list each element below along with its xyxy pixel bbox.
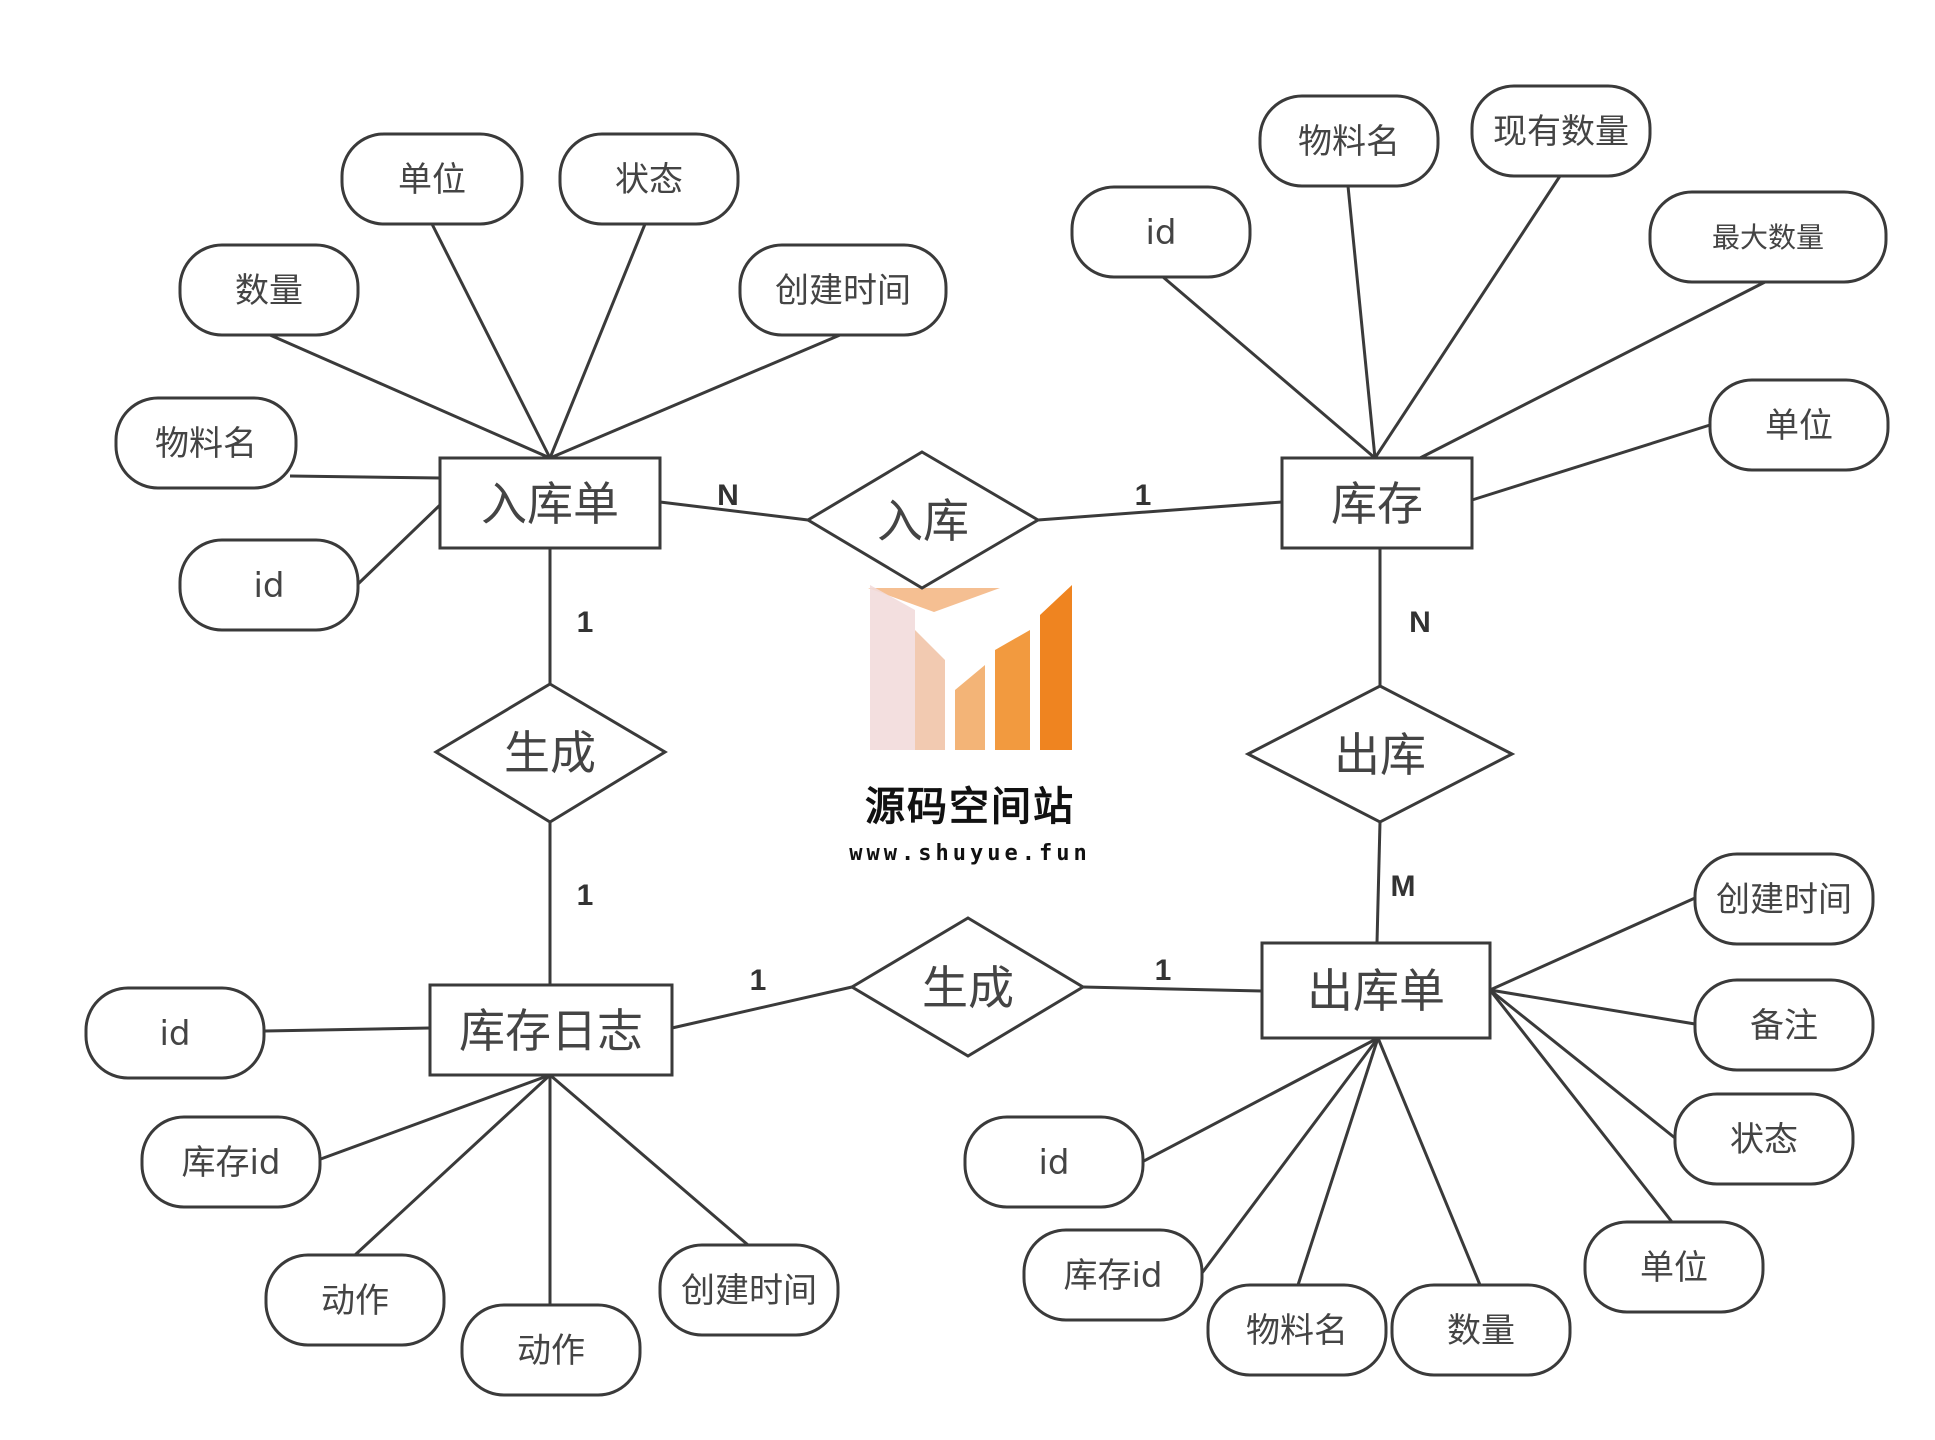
attr-outbound-unit-label: 单位 — [1640, 1248, 1708, 1288]
attr-inbound-material-label: 物料名 — [155, 424, 257, 464]
attr-inbound-status-label: 状态 — [615, 160, 683, 200]
attr-stock-max-qty — [1648, 190, 1888, 284]
attr-stock-material — [1258, 94, 1440, 188]
entity-inbound — [438, 456, 662, 550]
card-inbound-gen-1: 1 — [577, 606, 594, 639]
attribute-edges — [264, 175, 1766, 1305]
attr-stocklog-stockid — [140, 1115, 322, 1209]
card-stock-1: 1 — [1135, 479, 1152, 512]
attr-outbound-status — [1673, 1092, 1855, 1186]
entity-stock — [1280, 456, 1474, 550]
attr-outbound-stockid-label: 库存id — [1063, 1256, 1162, 1296]
attributes-stocklog: id 库存id 动作 动作 创建时间 — [84, 986, 840, 1397]
entity-outbound — [1260, 941, 1492, 1040]
attr-inbound-status — [558, 132, 740, 226]
card-inbound-n: N — [717, 479, 739, 512]
attr-stocklog-action-1-label: 动作 — [321, 1281, 389, 1321]
attr-inbound-qty-label: 数量 — [235, 271, 303, 311]
attr-stocklog-action-2-label: 动作 — [517, 1331, 585, 1371]
attr-inbound-unit-label: 单位 — [398, 160, 466, 200]
attr-outbound-status-label: 状态 — [1730, 1120, 1798, 1160]
attr-stock-material-label: 物料名 — [1298, 122, 1400, 162]
attr-inbound-created-label: 创建时间 — [775, 271, 911, 311]
rel-inbound-label: 入库 — [877, 494, 969, 548]
attr-outbound-id-label: id — [1038, 1143, 1069, 1183]
card-stocklog-gen-1: 1 — [577, 879, 594, 912]
rel-outbound-label: 出库 — [1334, 728, 1426, 782]
rel-outbound — [1244, 684, 1516, 824]
relationships: 入库 生成 出库 生成 — [433, 450, 1516, 1058]
entity-outbound-label: 出库单 — [1307, 964, 1445, 1018]
rel-inbound — [805, 450, 1041, 590]
attr-outbound-id — [963, 1115, 1145, 1209]
attr-inbound-unit — [340, 132, 524, 226]
entity-stocklog — [428, 983, 674, 1077]
attr-outbound-qty-label: 数量 — [1447, 1311, 1515, 1351]
attr-stocklog-stockid-label: 库存id — [181, 1143, 280, 1183]
rel-generate-2-label: 生成 — [922, 961, 1014, 1015]
entities: 入库单 库存 出库单 库存日志 — [428, 456, 1492, 1077]
attr-outbound-stockid — [1022, 1228, 1204, 1322]
entity-inbound-label: 入库单 — [481, 477, 619, 531]
attr-stocklog-id — [84, 986, 266, 1080]
card-stock-n: N — [1409, 606, 1431, 639]
card-stocklog-1: 1 — [750, 964, 767, 997]
attr-stock-unit-label: 单位 — [1765, 406, 1833, 446]
card-outbound-1: 1 — [1155, 954, 1172, 987]
attr-outbound-material — [1206, 1283, 1388, 1377]
attr-outbound-unit — [1583, 1220, 1765, 1314]
attr-outbound-qty — [1390, 1283, 1572, 1377]
relationship-edges — [548, 500, 1382, 1030]
attr-outbound-created — [1693, 852, 1875, 946]
card-outbound-m: M — [1391, 870, 1416, 903]
attr-stock-id-label: id — [1145, 213, 1176, 253]
rel-generate-1 — [433, 682, 668, 824]
rel-generate-2 — [849, 916, 1086, 1058]
attr-inbound-id-label: id — [253, 566, 284, 606]
attr-stock-current-qty-label: 现有数量 — [1493, 112, 1629, 152]
attr-stocklog-id-label: id — [159, 1014, 190, 1054]
attr-outbound-created-label: 创建时间 — [1716, 880, 1852, 920]
attr-outbound-material-label: 物料名 — [1246, 1311, 1348, 1351]
attr-stocklog-action-1 — [264, 1253, 446, 1347]
attr-stocklog-created-label: 创建时间 — [681, 1271, 817, 1311]
attr-stocklog-action-2 — [460, 1303, 642, 1397]
attr-stocklog-created — [658, 1243, 840, 1337]
watermark-logo: 源码空间站 www.shuyue.fun — [849, 585, 1090, 866]
attr-stock-current-qty — [1470, 84, 1652, 178]
attr-inbound-id — [178, 538, 360, 632]
attr-inbound-material — [114, 396, 298, 490]
attr-inbound-created — [738, 243, 948, 337]
entity-stocklog-label: 库存日志 — [459, 1004, 643, 1058]
attr-outbound-note — [1693, 978, 1875, 1072]
attr-outbound-note-label: 备注 — [1750, 1006, 1818, 1046]
attributes-inbound: 单位 状态 数量 创建时间 物料名 id — [114, 132, 948, 632]
rel-generate-1-label: 生成 — [504, 726, 596, 780]
entity-stock-label: 库存 — [1331, 477, 1423, 531]
attr-stock-max-qty-label: 最大数量 — [1712, 221, 1824, 254]
cardinalities: N 1 1 1 N M 1 1 — [577, 479, 1431, 997]
attr-inbound-qty — [178, 243, 360, 337]
watermark-url: www.shuyue.fun — [849, 841, 1090, 866]
watermark-title: 源码空间站 — [865, 784, 1075, 830]
attr-stock-unit — [1708, 378, 1890, 472]
attributes-stock: 物料名 现有数量 id 最大数量 单位 — [1070, 84, 1890, 472]
attributes-outbound: 创建时间 备注 状态 id 单位 库存id 物料名 数量 — [963, 852, 1875, 1377]
attr-stock-id — [1070, 185, 1252, 279]
